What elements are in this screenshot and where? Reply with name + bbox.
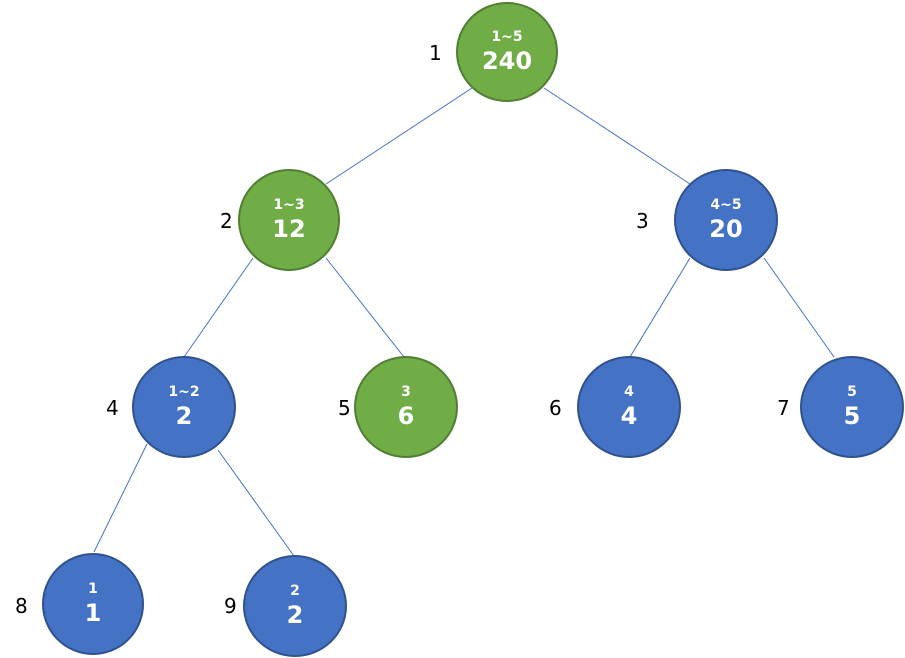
node-range: 1~2 — [168, 384, 200, 400]
node-value: 5 — [843, 402, 861, 430]
tree-node-2: 1~3 12 — [238, 169, 340, 271]
node-range: 1~5 — [491, 29, 523, 45]
node-index-label: 6 — [549, 396, 562, 420]
edge-1-3 — [543, 87, 691, 185]
edge-2-5 — [325, 257, 405, 358]
node-index-label: 5 — [338, 396, 351, 420]
edge-1-2 — [325, 87, 473, 185]
node-value: 2 — [286, 601, 304, 629]
tree-node-6: 4 4 — [577, 356, 681, 458]
tree-node-1: 1~5 240 — [456, 2, 558, 102]
node-range: 1 — [88, 581, 98, 597]
node-range: 1~3 — [273, 197, 305, 213]
edge-4-9 — [217, 449, 295, 557]
tree-node-4: 1~2 2 — [132, 356, 236, 458]
node-index-label: 4 — [106, 396, 119, 420]
edge-4-8 — [93, 443, 148, 553]
edge-2-4 — [183, 257, 254, 358]
node-range: 4 — [624, 384, 634, 400]
node-value: 1 — [84, 599, 102, 627]
node-index-label: 2 — [220, 209, 233, 233]
tree-node-9: 2 2 — [243, 555, 347, 657]
tree-node-7: 5 5 — [800, 356, 904, 458]
node-range: 2 — [290, 583, 300, 599]
node-value: 6 — [397, 402, 415, 430]
node-index-label: 7 — [777, 396, 790, 420]
node-value: 20 — [709, 215, 743, 243]
node-index-label: 3 — [636, 209, 649, 233]
node-index-label: 1 — [429, 41, 442, 65]
edge-3-6 — [629, 257, 691, 358]
edge-3-7 — [763, 257, 835, 358]
node-value: 12 — [272, 215, 306, 243]
node-value: 240 — [481, 47, 533, 75]
tree-node-8: 1 1 — [42, 553, 144, 655]
node-range: 3 — [401, 384, 411, 400]
node-range: 5 — [847, 384, 857, 400]
tree-node-3: 4~5 20 — [674, 169, 778, 271]
node-range: 4~5 — [710, 197, 742, 213]
tree-node-5: 3 6 — [354, 356, 458, 458]
node-index-label: 9 — [224, 594, 237, 618]
node-value: 2 — [175, 402, 193, 430]
node-value: 4 — [620, 402, 638, 430]
node-index-label: 8 — [15, 594, 28, 618]
